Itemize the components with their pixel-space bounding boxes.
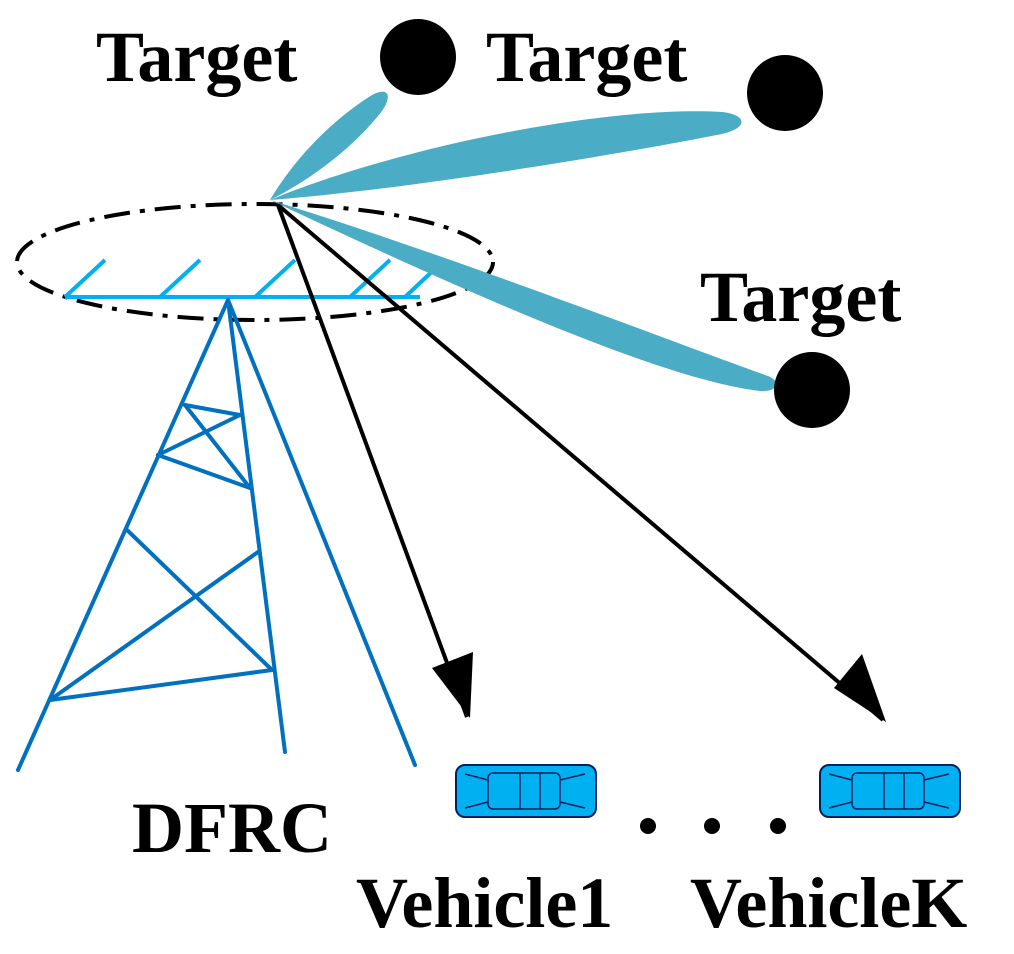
label-vehicle1: Vehicle1	[356, 863, 613, 943]
vehicleK-car-icon	[819, 764, 961, 818]
label-vehicleK: VehicleK	[690, 863, 967, 943]
label-dfrc: DFRC	[132, 788, 332, 868]
link-arrow-vehicleK	[276, 203, 885, 722]
target-dot-icon	[380, 19, 456, 95]
coverage-ellipse	[15, 202, 495, 322]
lattice-tower-icon	[16, 298, 417, 772]
beam-target-1	[270, 91, 388, 200]
target-dot-icon	[747, 55, 823, 131]
vehicle1-car-icon	[455, 764, 597, 818]
target-dot-icon	[774, 352, 850, 428]
beam-target-3	[270, 200, 777, 392]
arrowhead-vehicleK	[834, 654, 886, 722]
radar-beams	[270, 91, 777, 392]
arrowhead-vehicle1	[432, 652, 473, 718]
label-target-top-right: Target	[486, 17, 687, 97]
label-target-top-left: Target	[96, 17, 297, 97]
link-arrow-vehicle1	[276, 204, 469, 718]
label-target-right: Target	[700, 257, 901, 337]
beam-target-2	[270, 111, 742, 200]
ellipsis-dots	[640, 818, 786, 834]
